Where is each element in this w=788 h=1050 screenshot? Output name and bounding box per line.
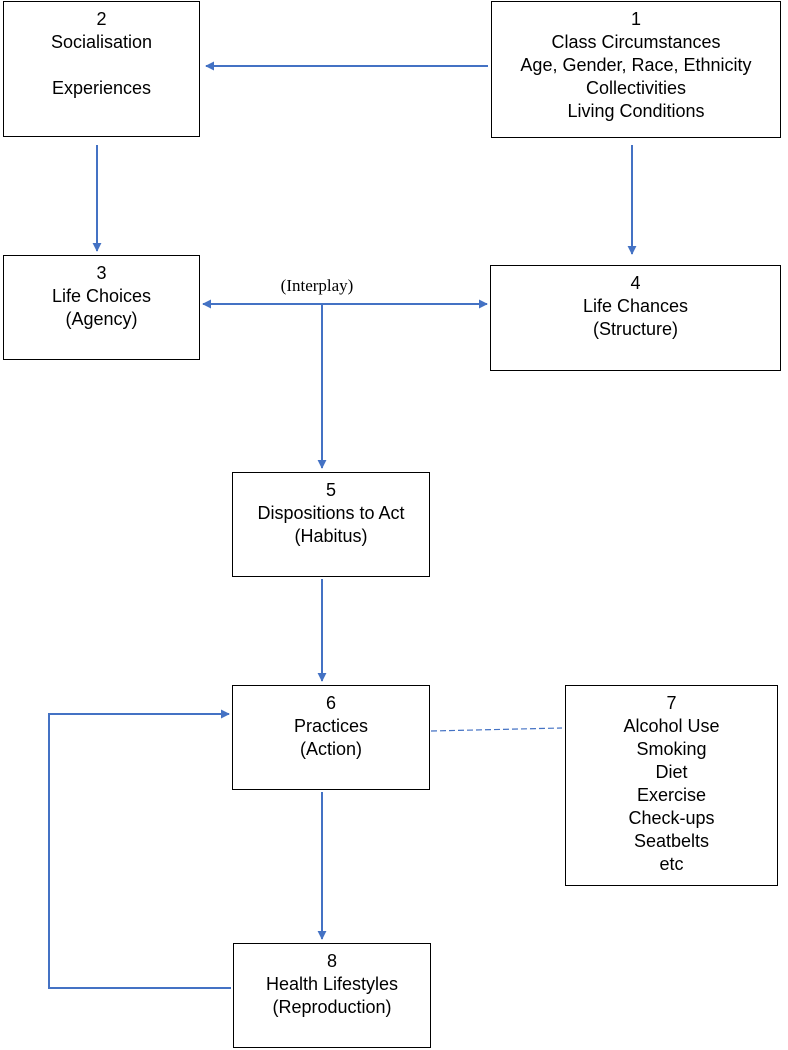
dashed-link-6-to-7 xyxy=(430,727,563,732)
box-line: Exercise xyxy=(636,785,707,805)
box-number: 7 xyxy=(666,693,677,713)
box-line: (Structure) xyxy=(592,319,679,339)
box-line: Collectivities xyxy=(585,78,687,98)
box-line: Alcohol Use xyxy=(623,716,720,736)
box-socialisation: 2 Socialisation Experiences xyxy=(3,1,200,137)
box-life-chances: 4 Life Chances (Structure) xyxy=(490,265,781,371)
box-line: etc xyxy=(659,854,684,874)
box-life-choices: 3 Life Choices (Agency) xyxy=(3,255,200,360)
box-line: Age, Gender, Race, Ethnicity xyxy=(520,55,752,75)
box-line: (Action) xyxy=(299,739,362,759)
box-number: 1 xyxy=(630,9,641,29)
box-line: (Habitus) xyxy=(294,526,368,546)
box-line: Life Chances xyxy=(582,296,689,316)
box-number: 8 xyxy=(326,951,337,971)
box-number: 4 xyxy=(630,273,641,293)
feedback-arrow-8-to-6 xyxy=(48,709,231,989)
box-line: Socialisation xyxy=(50,32,153,52)
box-line: Smoking xyxy=(636,739,707,759)
box-line: (Agency) xyxy=(65,309,138,329)
box-line: Health Lifestyles xyxy=(265,974,399,994)
box-number: 5 xyxy=(325,480,336,500)
interplay-label: (Interplay) xyxy=(280,276,354,295)
box-line: Living Conditions xyxy=(567,101,705,121)
box-health-lifestyles: 8 Health Lifestyles (Reproduction) xyxy=(233,943,431,1048)
box-number: 2 xyxy=(96,9,107,29)
box-health-behaviours: 7 Alcohol Use Smoking Diet Exercise Chec… xyxy=(565,685,778,886)
box-line: Experiences xyxy=(51,78,152,98)
box-number: 3 xyxy=(96,263,107,283)
box-line: Practices xyxy=(293,716,369,736)
box-line: Class Circumstances xyxy=(551,32,721,52)
box-practices: 6 Practices (Action) xyxy=(232,685,430,790)
box-line: Seatbelts xyxy=(633,831,710,851)
box-dispositions-to-act: 5 Dispositions to Act (Habitus) xyxy=(232,472,430,577)
spacer xyxy=(4,54,199,77)
box-line: Life Choices xyxy=(51,286,152,306)
box-line: Dispositions to Act xyxy=(257,503,405,523)
box-number: 6 xyxy=(325,693,336,713)
box-line: Diet xyxy=(655,762,688,782)
box-line: Check-ups xyxy=(628,808,715,828)
box-class-circumstances: 1 Class Circumstances Age, Gender, Race,… xyxy=(491,1,781,138)
box-line: (Reproduction) xyxy=(272,997,392,1017)
